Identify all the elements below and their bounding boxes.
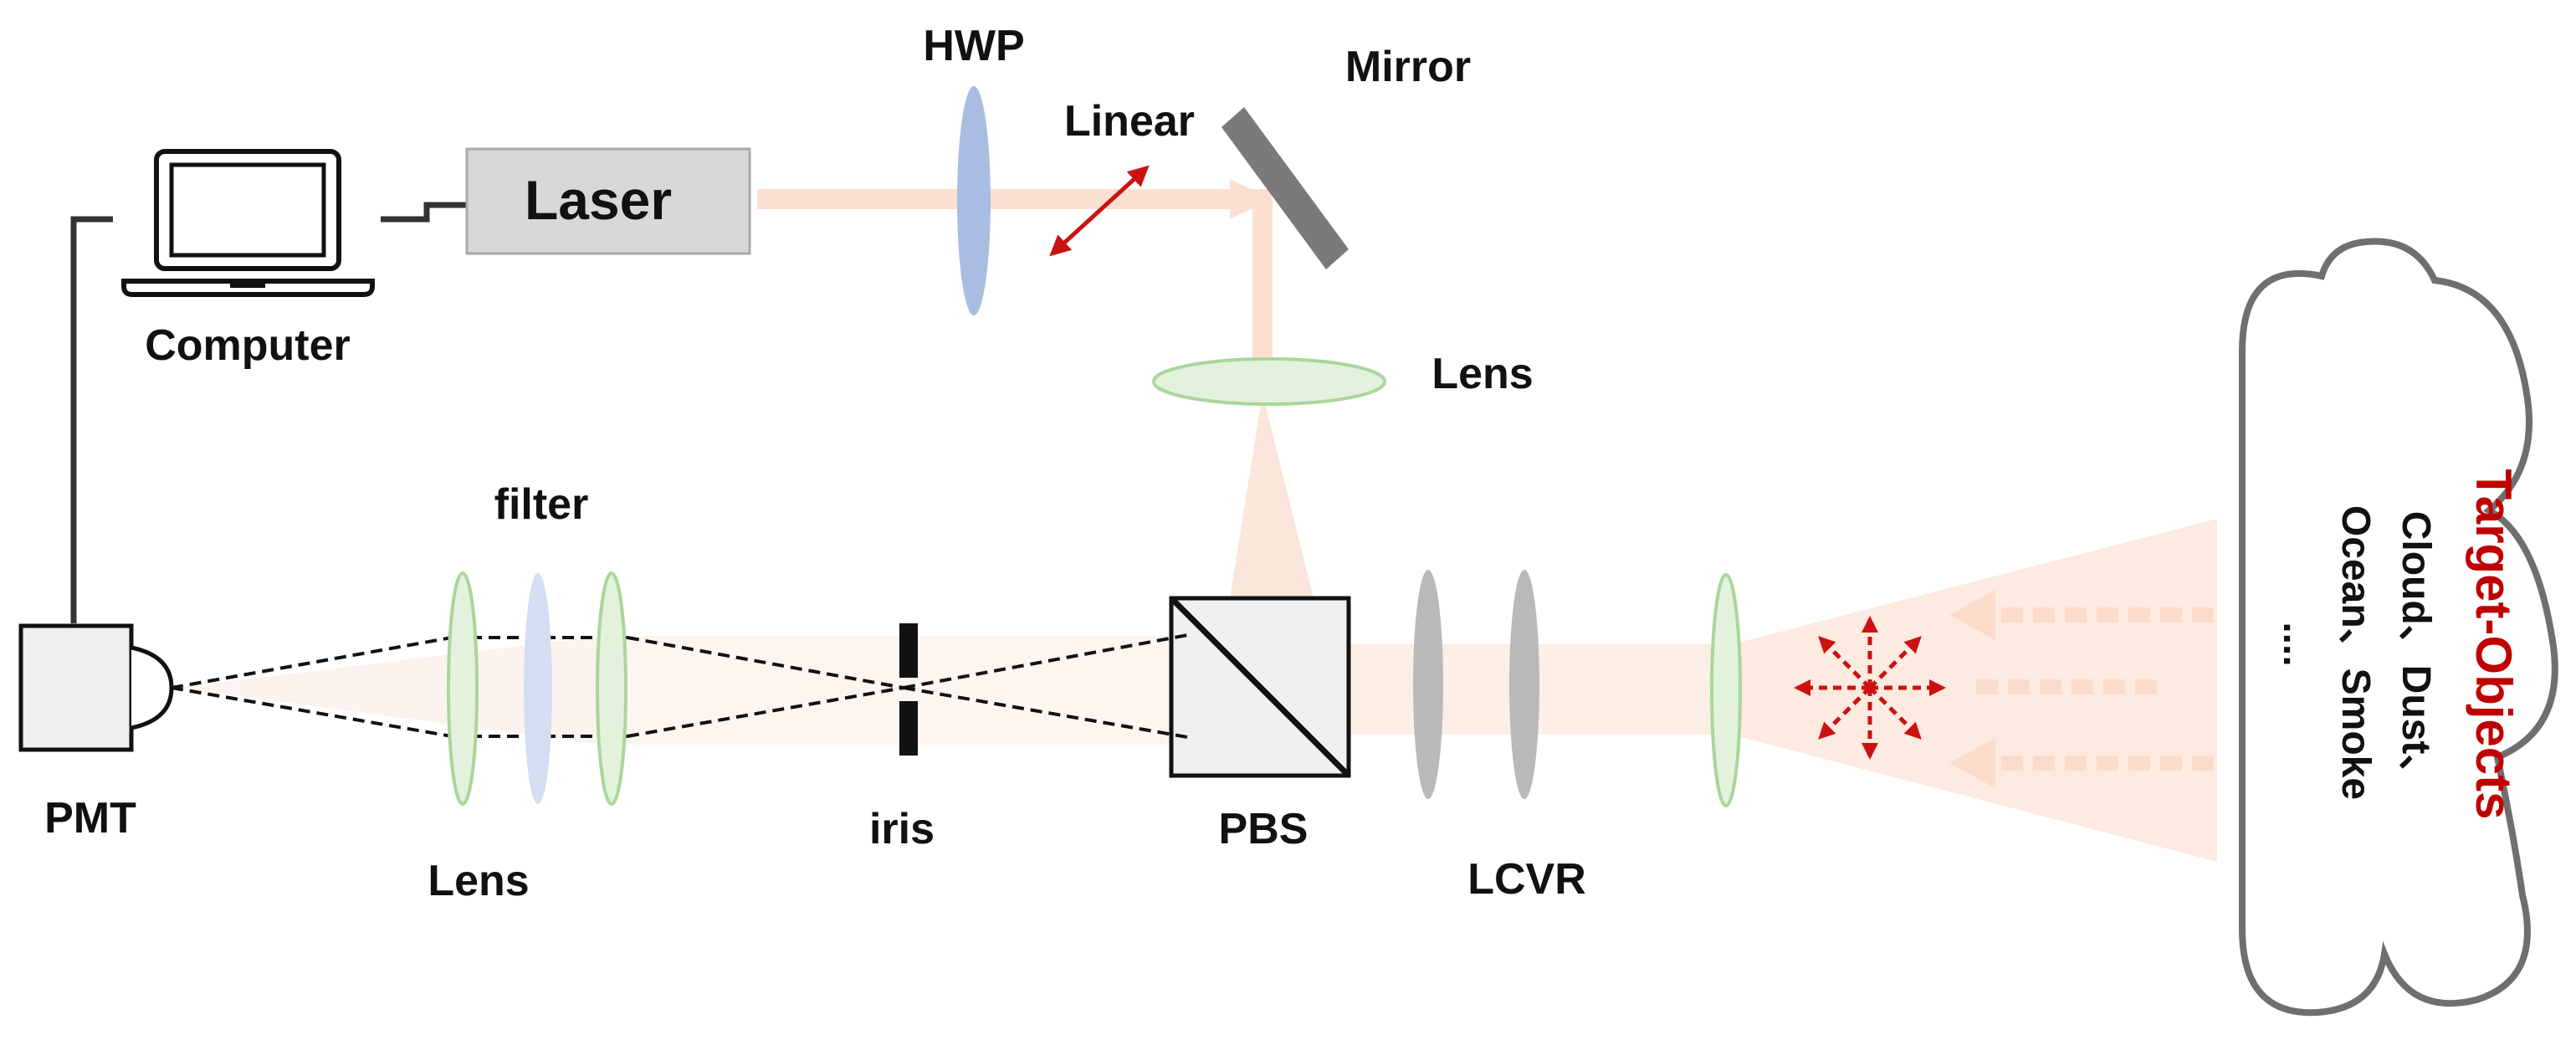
beam-to-target xyxy=(1732,519,2217,862)
target-line3-group: .... xyxy=(2275,622,2319,666)
laser-label: Laser xyxy=(525,169,672,231)
target-line2-group: Ocean、Smoke xyxy=(2333,505,2378,800)
hwp-plate xyxy=(957,86,991,315)
computer-label: Computer xyxy=(145,321,351,370)
return-arrow-1 xyxy=(1949,590,2214,640)
receive-dashed-lines xyxy=(171,633,1193,740)
linear-polarization-arrow xyxy=(1049,165,1150,257)
beam-mirror-to-lens xyxy=(1252,199,1273,383)
target-text-group: Target-Objects xyxy=(2466,469,2522,820)
return-arrow-2 xyxy=(1976,679,2157,694)
receive-lens-2 xyxy=(596,571,627,806)
target-line2: Ocean、Smoke xyxy=(2333,505,2378,800)
iris-top-blade xyxy=(899,623,918,678)
iris-label: iris xyxy=(869,805,935,853)
computer-icon xyxy=(121,149,375,297)
target-title: Target-Objects xyxy=(2466,469,2522,820)
mirror xyxy=(1221,107,1349,269)
target-cloud xyxy=(2239,238,2558,1017)
target-line1-group: Cloud、Dust、 xyxy=(2394,511,2438,795)
beam-laser-to-mirror xyxy=(757,189,1272,209)
beam-receive-path xyxy=(602,636,1188,745)
cable-computer-laser xyxy=(381,202,469,223)
pmt-box xyxy=(18,623,134,752)
receive-lens-1 xyxy=(447,571,479,806)
scattering-icon xyxy=(1794,616,1946,760)
transmit-lens xyxy=(1710,573,1742,807)
upper-lens-label: Lens xyxy=(1431,350,1533,398)
filter-plate xyxy=(524,573,552,804)
linear-label: Linear xyxy=(1064,97,1195,146)
pbs-label: PBS xyxy=(1219,805,1308,853)
hwp-label: HWP xyxy=(923,22,1024,70)
lower-lens-label: Lens xyxy=(428,857,529,905)
beam-arrowhead xyxy=(1230,179,1272,219)
lcvr-plate-2 xyxy=(1509,570,1539,799)
filter-label: filter xyxy=(494,480,589,529)
target-line3: .... xyxy=(2275,622,2319,666)
cable-computer-pmt xyxy=(70,216,113,623)
upper-lens xyxy=(1152,357,1386,406)
beam-cone-lens-to-pbs xyxy=(1230,393,1314,598)
target-line1: Cloud、Dust、 xyxy=(2394,511,2438,795)
lcvr-plate-1 xyxy=(1413,570,1443,799)
pmt-window xyxy=(131,645,174,730)
mirror-label: Mirror xyxy=(1345,43,1471,91)
beam-receive-cone xyxy=(176,636,602,745)
laser-box xyxy=(465,147,751,255)
return-arrow-3 xyxy=(1949,738,2214,788)
pmt-label: PMT xyxy=(44,794,136,843)
return-signal-arrows xyxy=(1949,590,2214,788)
iris-bottom-blade xyxy=(899,701,918,756)
lcvr-label: LCVR xyxy=(1467,855,1586,904)
pbs-diagonal xyxy=(1169,596,1351,778)
